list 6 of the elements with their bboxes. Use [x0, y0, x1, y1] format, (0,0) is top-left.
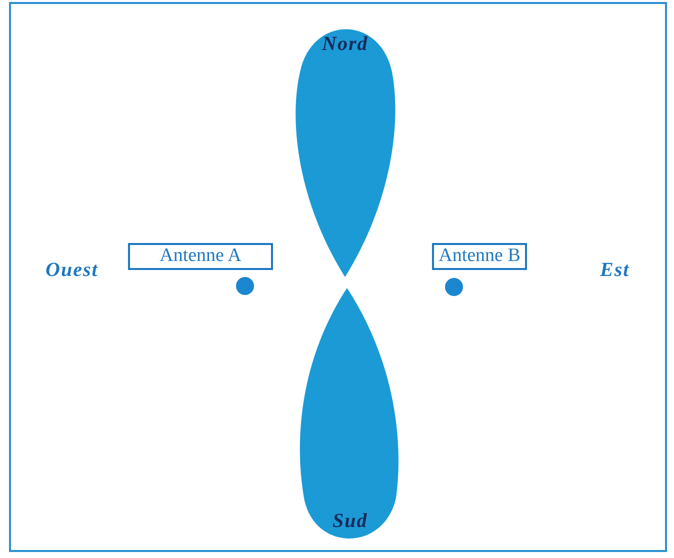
direction-label: Sud	[332, 510, 368, 532]
direction-label: Nord	[322, 32, 368, 56]
antenna-label: Antenne B	[432, 243, 527, 270]
direction-label: Ouest	[46, 258, 98, 282]
antenna-label: Antenne A	[128, 243, 273, 270]
direction-label: Est	[600, 258, 630, 282]
